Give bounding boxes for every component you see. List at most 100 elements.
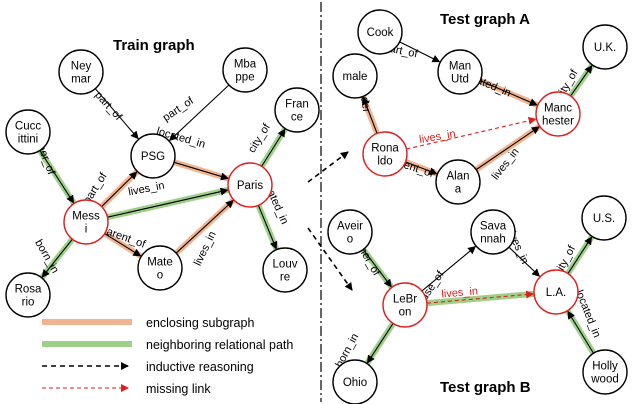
edge-mateo-paris [175, 199, 234, 254]
node-rosario-label-1: rio [22, 297, 35, 309]
node-cook-circle [357, 9, 403, 55]
edge-neymar-psg [94, 88, 139, 140]
edges [39, 41, 594, 364]
node-male-label-0: male [343, 71, 368, 83]
node-us-circle [581, 195, 627, 241]
node-lebron-label-1: on [399, 307, 412, 319]
edge-messi-mateo [104, 233, 142, 257]
node-messi-label-0: Mess [72, 211, 100, 223]
node-france-circle [274, 87, 320, 133]
node-manchester-label-1: hester [542, 116, 574, 128]
node-mbappe-circle [222, 47, 268, 93]
edge-hollywood-la [567, 310, 594, 354]
node-neymar-circle [58, 49, 104, 95]
edge-cucc-messi [39, 150, 75, 204]
edge-alana-manchester [475, 126, 540, 171]
node-louvre-circle [262, 247, 308, 293]
node-hollywood-label-0: Holly [592, 361, 618, 373]
node-cuccittini-label-1: ittini [18, 134, 38, 146]
edge-lebron-la [426, 290, 535, 304]
edge-ronaldo-manchester [406, 116, 537, 150]
node-us: U.S. [581, 195, 627, 241]
node-mbappe-label-1: ppe [235, 72, 254, 84]
edge-paris-louvre [257, 205, 278, 250]
legend: enclosing subgraph neighboring relationa… [42, 316, 293, 396]
node-mbappe-label-0: Mba [234, 59, 257, 71]
edge-ronaldo-alana [405, 161, 438, 175]
node-ohio: Ohio [332, 359, 378, 404]
edge-mbappe-psg [169, 84, 230, 141]
node-lebron-circle [382, 282, 428, 328]
node-psg-label-0: PSG [141, 151, 165, 163]
train-graph-title: Train graph [113, 37, 195, 54]
node-psg: PSG [130, 133, 176, 179]
node-alana-label-1: a [455, 184, 462, 196]
edge-cook-manutd [399, 41, 441, 63]
node-paris-circle [227, 162, 273, 208]
edge-lebron-ohio [366, 323, 394, 364]
edge-label-ronaldo-manchester: lives_in [418, 128, 456, 146]
node-la-circle [533, 269, 579, 315]
edge-paris-france [261, 128, 286, 167]
node-louvre-label-0: Louv [273, 259, 298, 271]
node-neymar-label-1: mar [71, 74, 91, 86]
test-graph-b-title: Test graph B [440, 379, 531, 396]
node-rosario-label-0: Rosa [15, 284, 42, 296]
node-manutd-label-1: Utd [451, 74, 469, 86]
node-cook-label-0: Cook [367, 27, 394, 39]
node-savannah-label-1: nnah [480, 234, 506, 246]
node-paris: Paris [227, 162, 273, 208]
edge-manchester-uk [570, 65, 593, 97]
node-cuccittini-circle [5, 109, 51, 155]
node-male: male [332, 53, 378, 99]
node-paris-label-0: Paris [237, 180, 263, 192]
legend-inductive-label: inductive reasoning [146, 360, 254, 374]
edge-label-lebron-la: lives_in [441, 285, 479, 300]
edge-ronaldo-male [362, 96, 378, 134]
node-la-label-0: L.A. [546, 287, 566, 299]
node-male-circle [332, 53, 378, 99]
edge-la-us [567, 236, 593, 274]
node-alana-circle [435, 159, 481, 205]
node-manutd-circle [437, 49, 483, 95]
node-manchester-label-0: Manc [544, 103, 572, 115]
node-neymar-label-0: Ney [71, 61, 92, 73]
node-mateo-circle [137, 245, 183, 291]
node-messi-label-1: i [85, 224, 88, 236]
edge-label-neymar-psg: part_of [92, 89, 124, 123]
node-savannah-circle [470, 209, 516, 255]
node-mateo-label-0: Mate [147, 257, 173, 269]
node-hollywood-label-1: wood [590, 374, 619, 386]
edge-manutd-manchester [480, 80, 538, 106]
node-ohio-label-0: Ohio [343, 377, 367, 389]
node-uk: U.K. [582, 24, 628, 70]
legend-neighboring-label: neighboring relational path [146, 338, 293, 352]
edge-lebron-savannah [421, 246, 477, 292]
node-aveiro-circle [327, 209, 373, 255]
node-rosario-circle [5, 272, 51, 318]
node-france-label-1: ce [291, 112, 303, 124]
node-savannah-label-0: Sava [480, 221, 507, 233]
node-hollywood-circle [582, 349, 628, 395]
node-alana-label-0: Alan [446, 171, 469, 183]
node-cook: Cook [357, 9, 403, 55]
node-ronaldo-label-0: Rona [371, 143, 399, 155]
node-ronaldo-label-1: ldo [377, 156, 392, 168]
legend-missing-label: missing link [146, 382, 211, 396]
